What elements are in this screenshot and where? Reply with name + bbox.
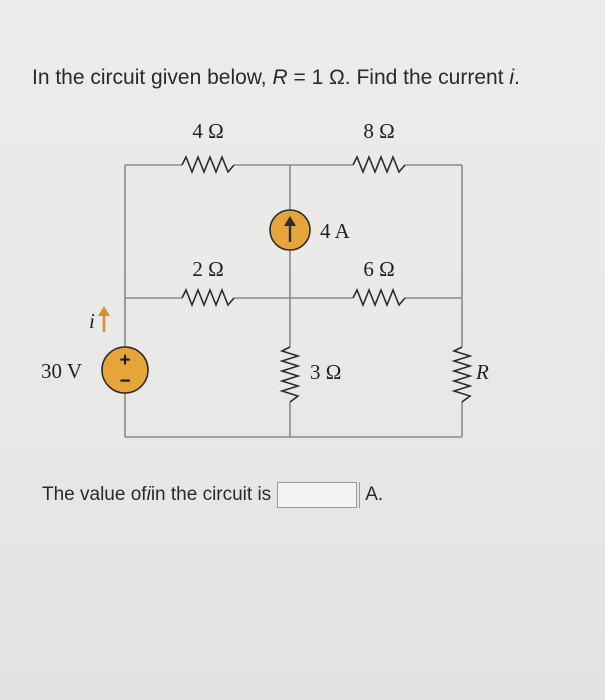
label-2-ohm: 2 Ω [192, 257, 223, 281]
question-prefix: In the circuit given below, [32, 66, 273, 89]
resistor-6-ohm [352, 287, 406, 308]
answer-input[interactable] [277, 482, 358, 508]
answer-middle: in the circuit is [150, 484, 272, 505]
voltage-source-minus: − [119, 371, 130, 392]
answer-row: The value of i in the circuit is A. [42, 482, 383, 508]
answer-variable: i [146, 484, 151, 505]
voltage-source-plus: + [119, 350, 130, 371]
resistor-2-ohm [181, 287, 235, 308]
question-suffix: . [514, 66, 520, 89]
label-r: R [475, 360, 489, 384]
resistor-r [451, 346, 473, 403]
label-current-i: i [89, 309, 95, 333]
question-i-variable: i [509, 66, 515, 89]
answer-unit: A. [359, 482, 383, 508]
label-4-amp: 4 A [320, 219, 351, 243]
question-r-value: = 1 Ω. Find the current [287, 66, 510, 89]
label-4-ohm: 4 Ω [192, 119, 223, 143]
label-3-ohm: 3 Ω [310, 360, 341, 384]
question-text: In the circuit given below, R = 1 Ω. Fin… [32, 66, 520, 90]
answer-prefix: The value of [42, 484, 147, 505]
voltage-source-icon: + − [101, 346, 149, 394]
resistor-4-ohm [181, 154, 235, 175]
label-30-volt: 30 V [41, 359, 82, 383]
resistor-3-ohm [279, 346, 301, 403]
circuit-wires [124, 164, 463, 438]
question-r-variable: R [272, 66, 288, 89]
label-8-ohm: 8 Ω [363, 119, 394, 143]
current-source-icon [269, 209, 311, 251]
resistor-8-ohm [352, 154, 406, 175]
label-6-ohm: 6 Ω [363, 257, 394, 281]
current-arrow-icon [98, 306, 110, 332]
